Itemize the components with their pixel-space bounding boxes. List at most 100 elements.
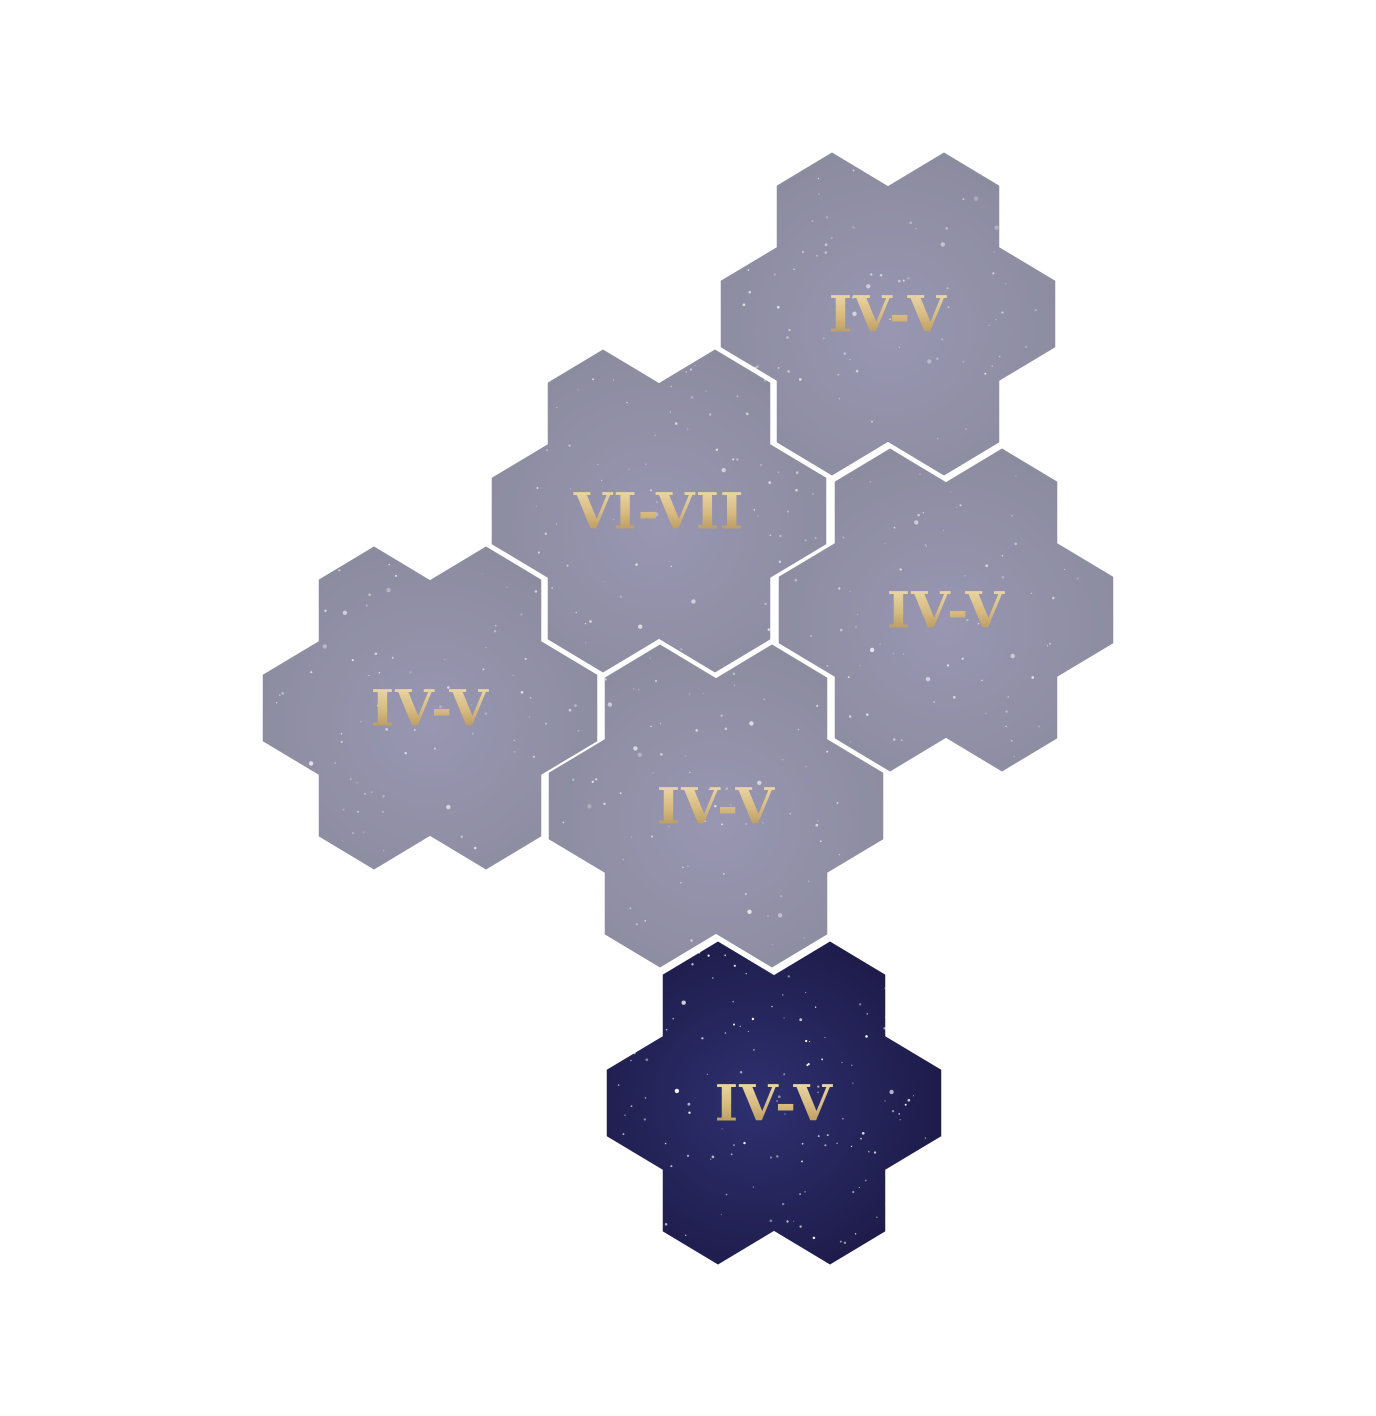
star	[1094, 493, 1096, 495]
star	[870, 1248, 873, 1251]
star	[649, 1204, 653, 1207]
star	[749, 721, 754, 726]
star	[694, 364, 696, 367]
star	[536, 486, 539, 490]
star	[844, 926, 848, 929]
star	[607, 702, 613, 707]
star	[1005, 710, 1008, 713]
star	[788, 328, 791, 332]
star	[753, 508, 756, 511]
star	[825, 216, 829, 219]
star	[1015, 475, 1017, 477]
star	[850, 1145, 853, 1148]
star	[481, 573, 483, 575]
star	[714, 804, 717, 808]
star	[365, 604, 368, 607]
star	[708, 788, 710, 790]
star	[850, 741, 852, 743]
star	[473, 846, 477, 850]
star	[838, 587, 841, 590]
star	[767, 915, 769, 917]
star	[856, 614, 859, 616]
star	[735, 266, 738, 270]
star	[651, 1001, 655, 1005]
star	[840, 869, 843, 872]
star	[1009, 440, 1011, 442]
star	[603, 802, 606, 806]
star	[471, 704, 473, 706]
star	[776, 1155, 779, 1158]
star	[670, 361, 674, 365]
star	[757, 515, 759, 517]
star	[662, 633, 664, 636]
star	[805, 1039, 808, 1043]
star	[743, 1141, 746, 1145]
tile-shape	[777, 446, 1115, 774]
star	[756, 365, 759, 368]
star	[851, 478, 853, 480]
star	[575, 611, 578, 614]
star	[797, 728, 800, 731]
star	[924, 543, 927, 546]
star	[1015, 410, 1019, 414]
star	[852, 311, 857, 316]
star	[363, 831, 365, 833]
star	[618, 1176, 620, 1178]
star	[824, 243, 828, 246]
star	[551, 587, 554, 589]
star	[985, 713, 987, 715]
star	[672, 1017, 675, 1020]
star	[779, 534, 782, 538]
star	[782, 759, 784, 761]
star	[682, 866, 684, 869]
star	[852, 169, 855, 172]
star	[340, 740, 343, 743]
star	[787, 370, 790, 373]
star	[850, 1064, 853, 1067]
star	[439, 705, 442, 709]
star	[656, 1221, 658, 1224]
star	[869, 647, 875, 653]
star	[1067, 519, 1069, 521]
star	[730, 804, 732, 806]
star	[382, 795, 385, 798]
tile-bottom[interactable]: IV-V	[605, 939, 943, 1267]
star	[650, 489, 653, 492]
star	[763, 698, 765, 700]
star	[689, 368, 693, 371]
star	[589, 620, 592, 623]
star	[870, 273, 873, 276]
star	[544, 722, 547, 725]
star	[668, 825, 670, 828]
star	[342, 610, 348, 615]
star	[1004, 282, 1007, 285]
star	[811, 220, 814, 223]
star	[1030, 592, 1033, 594]
star	[629, 907, 632, 910]
star	[808, 880, 810, 882]
star	[747, 909, 752, 914]
star	[535, 505, 538, 508]
star	[630, 1105, 633, 1108]
star	[690, 396, 694, 399]
star	[859, 1003, 862, 1006]
star	[801, 1142, 804, 1145]
star	[924, 1137, 927, 1139]
star	[724, 727, 728, 731]
star	[745, 972, 747, 975]
star	[310, 671, 313, 674]
star	[338, 569, 341, 572]
star	[917, 513, 920, 517]
star	[995, 319, 997, 321]
star	[883, 1026, 887, 1030]
star	[644, 1097, 647, 1099]
star	[1010, 653, 1015, 659]
star	[684, 755, 687, 757]
star	[360, 721, 362, 723]
star	[556, 407, 558, 409]
star	[871, 420, 873, 423]
star	[769, 534, 772, 537]
star	[703, 820, 706, 823]
star	[340, 733, 343, 735]
star	[721, 467, 726, 473]
